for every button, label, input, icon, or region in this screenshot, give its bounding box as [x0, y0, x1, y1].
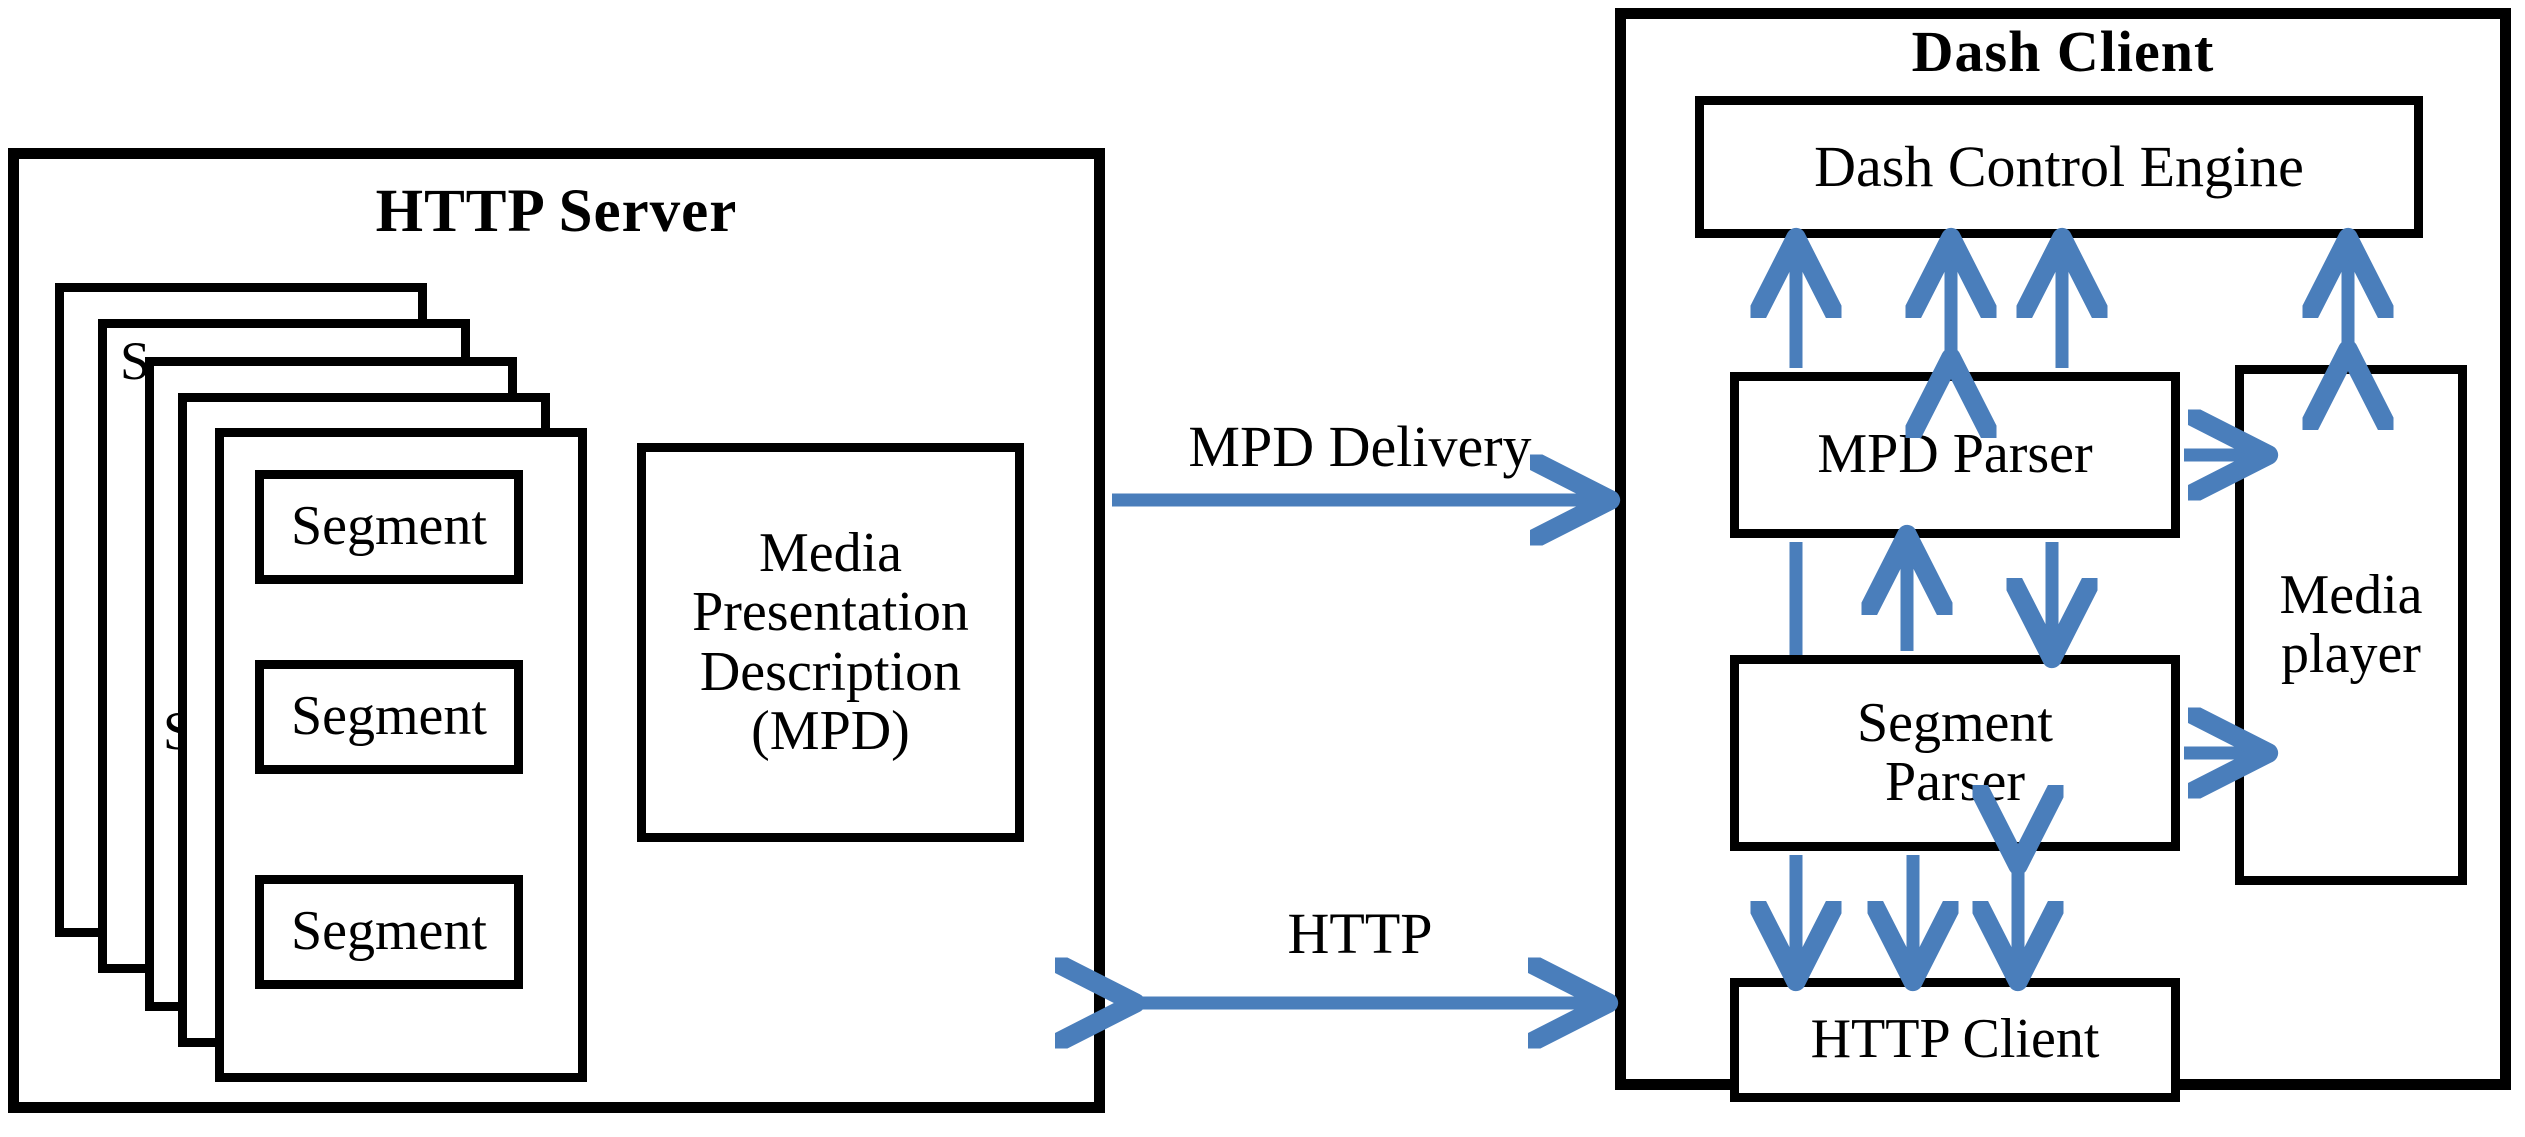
- mpd-line-4: (MPD): [751, 699, 910, 762]
- http-label: HTTP: [1287, 901, 1433, 966]
- http-server-title: HTTP Server: [375, 178, 738, 245]
- dash-control-engine-label: Dash Control Engine: [1814, 134, 2304, 200]
- segment-box-3: Segment: [255, 875, 523, 989]
- http-client-box: HTTP Client: [1730, 978, 2180, 1102]
- mpd-delivery-label: MPD Delivery: [1188, 414, 1532, 479]
- media-player-box: Media player: [2235, 365, 2467, 885]
- segment-parser-line-2: Parser: [1885, 751, 2025, 813]
- segment-box-2: Segment: [255, 660, 523, 774]
- segment-parser-line-1: Segment: [1857, 691, 2053, 754]
- media-player-line-2: player: [2281, 623, 2421, 685]
- mpd-line-3: Description: [699, 640, 962, 703]
- segment-box-1: Segment: [255, 470, 523, 584]
- mpd-box: Media Presentation Description (MPD): [637, 443, 1024, 842]
- http-client-label: HTTP Client: [1810, 1008, 2100, 1071]
- mpd-line-1: Media: [758, 521, 903, 584]
- segment-box-3-label: Segment: [291, 900, 487, 962]
- mpd-line-2: Presentation: [692, 581, 969, 644]
- dash-client-title: Dash Client: [1911, 19, 2215, 84]
- mpd-parser-box: MPD Parser: [1730, 372, 2180, 538]
- segment-box-1-label: Segment: [291, 495, 487, 557]
- mpd-parser-label: MPD Parser: [1817, 423, 2093, 486]
- segment-box-2-label: Segment: [291, 685, 487, 747]
- dash-control-engine-box: Dash Control Engine: [1695, 96, 2423, 238]
- media-player-line-1: Media: [2279, 563, 2423, 626]
- segment-parser-box: Segment Parser: [1730, 655, 2180, 851]
